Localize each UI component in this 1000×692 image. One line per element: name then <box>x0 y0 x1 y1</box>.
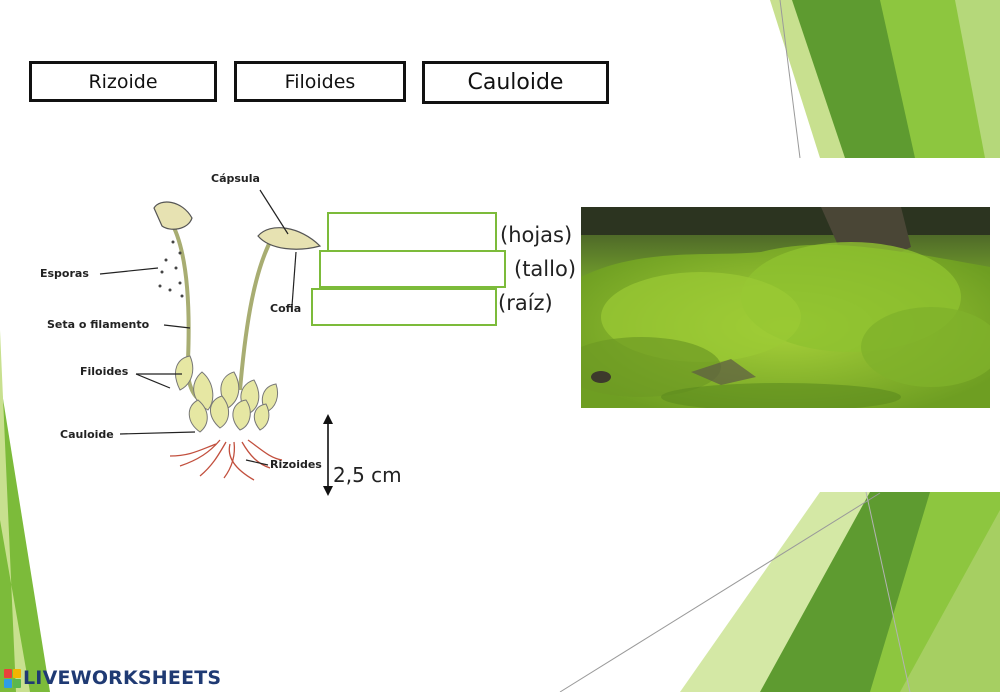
hint-tallo: (tallo) <box>514 257 577 281</box>
label-filoides: Filoides <box>80 365 129 378</box>
moss-photo <box>581 207 990 408</box>
label-cauloide: Cauloide <box>60 428 114 441</box>
label-rizoides: Rizoides <box>270 458 322 471</box>
drag-word-filoides[interactable]: Filoides <box>234 61 406 102</box>
drop-zone-hojas[interactable] <box>327 212 497 252</box>
drag-word-rizoide[interactable]: Rizoide <box>29 61 217 102</box>
drop-zone-tallo[interactable] <box>319 250 506 288</box>
label-cofia: Cofia <box>270 302 302 315</box>
label-esporas: Esporas <box>40 267 89 280</box>
label-capsula: Cápsula <box>211 172 260 185</box>
hint-raiz: (raíz) <box>498 291 553 315</box>
liveworksheets-logo: LIVEWORKSHEETS <box>4 667 221 689</box>
drag-word-cauloide[interactable]: Cauloide <box>422 61 609 104</box>
scale-arrow <box>323 414 333 496</box>
moss-diagram <box>99 189 322 481</box>
label-seta: Seta o filamento <box>47 318 150 331</box>
logo-text: LIVEWORKSHEETS <box>23 667 222 689</box>
hint-hojas: (hojas) <box>500 223 573 247</box>
liveworksheets-logo-icon <box>4 668 21 688</box>
drop-zone-raiz[interactable] <box>311 288 497 326</box>
scale-label: 2,5 cm <box>333 463 402 487</box>
